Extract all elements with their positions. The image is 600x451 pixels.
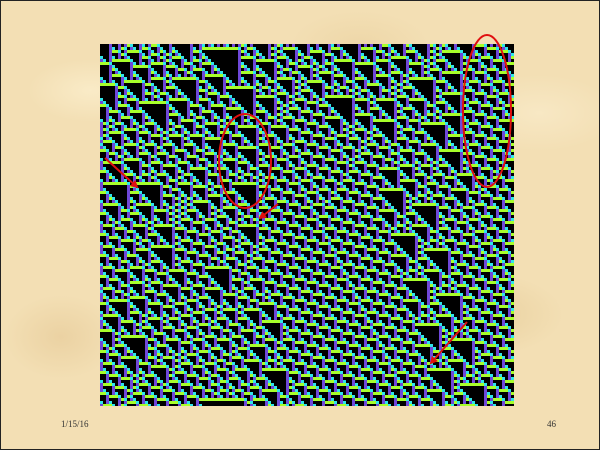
slide-number: 46 xyxy=(547,419,556,429)
slide-date: 1/15/16 xyxy=(61,419,89,429)
cellular-automaton-image xyxy=(100,44,514,406)
cellular-automaton-figure xyxy=(100,44,514,406)
